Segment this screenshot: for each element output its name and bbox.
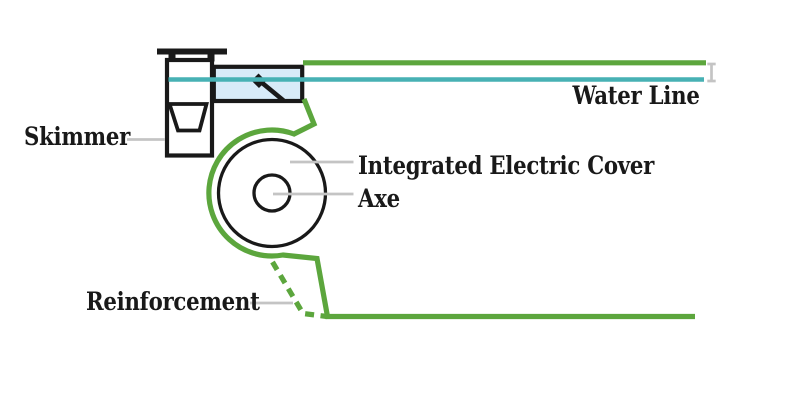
integrated-electric-cover-label: Integrated Electric Cover [358,151,655,180]
skimmer-basket [166,102,209,133]
axe-label: Axe [358,184,400,213]
reinforcement-label: Reinforcement [86,287,260,316]
reinforcement-dashed-line [270,260,328,320]
skimmer-label: Skimmer [24,122,131,151]
weir-flap [256,77,285,103]
skimmer-body [164,57,215,158]
skimmer-lid-post-right [207,54,215,62]
pool-wall-and-floor-line [206,98,695,320]
water-depth-marker-icon [707,62,716,83]
skimmer-lid [157,48,227,55]
water-line-label: Water Line [572,81,700,110]
skimmer-lid-post-left [168,54,176,62]
